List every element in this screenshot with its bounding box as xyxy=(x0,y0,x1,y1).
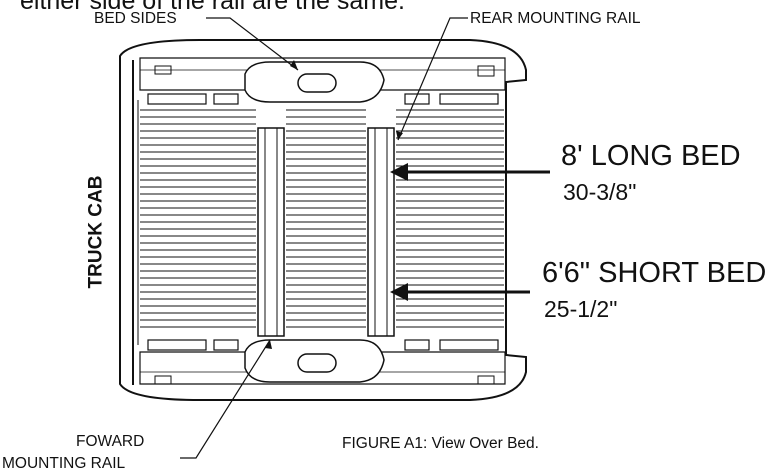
bottom-bed-side xyxy=(139,351,506,385)
long-bed-dimension: 30-3/8" xyxy=(563,179,637,205)
bed-outline xyxy=(119,39,527,401)
cut-off-instruction-text: either side of the rail are the same. xyxy=(20,0,405,15)
bed-sides-leader xyxy=(206,17,299,71)
forward-mounting-rail xyxy=(257,127,285,337)
forward-rail-label-line1: FOWARD xyxy=(76,433,145,450)
rear-mounting-rail xyxy=(367,127,395,337)
figure-caption: FIGURE A1: View Over Bed. xyxy=(342,435,539,452)
bed-floor-ribs xyxy=(140,109,504,328)
short-bed-dimension: 25-1/2" xyxy=(544,296,618,322)
bed-sides-label: BED SIDES xyxy=(94,10,177,27)
forward-rail-label-line2: MOUNTING RAIL xyxy=(2,455,126,472)
forward-rail-leader xyxy=(180,339,271,459)
truck-cab-label: TRUCK CAB xyxy=(85,175,107,289)
short-bed-label: 6'6" SHORT BED xyxy=(542,257,767,289)
rear-rail-leader xyxy=(397,17,468,141)
long-bed-label: 8' LONG BED xyxy=(561,140,741,172)
rear-mounting-rail-label: REAR MOUNTING RAIL xyxy=(470,10,641,27)
top-bed-side xyxy=(139,57,506,91)
